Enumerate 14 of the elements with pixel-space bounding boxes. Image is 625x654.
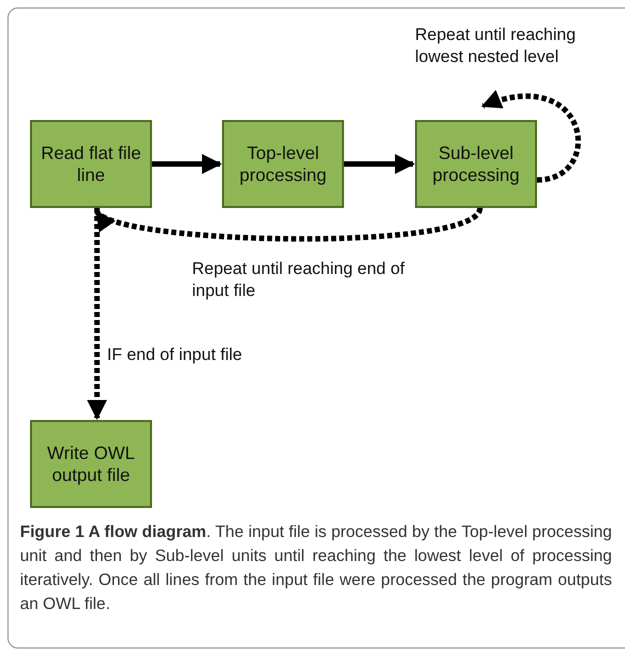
figure-caption: Figure 1 A flow diagram. The input file is processed by the Top-level processing unit and then by Sub-level units until reaching the lowest level of processing iteratively. Once all lines from the input file were processed the program outputs an OWL file. (20, 522, 612, 615)
arrow (87, 208, 107, 420)
arrow (152, 154, 222, 174)
process-box (222, 120, 344, 208)
process-box (30, 120, 152, 208)
arrow (95, 206, 482, 242)
arrow (481, 91, 581, 183)
arrow (344, 154, 415, 174)
process-box (415, 120, 537, 208)
box-text: Top-level processing (238, 142, 328, 186)
box-text: Read flat file line (40, 142, 142, 186)
box-text: Sub-level processing (431, 142, 521, 186)
box-text: Write OWL output file (46, 442, 136, 486)
process-box (30, 420, 152, 508)
